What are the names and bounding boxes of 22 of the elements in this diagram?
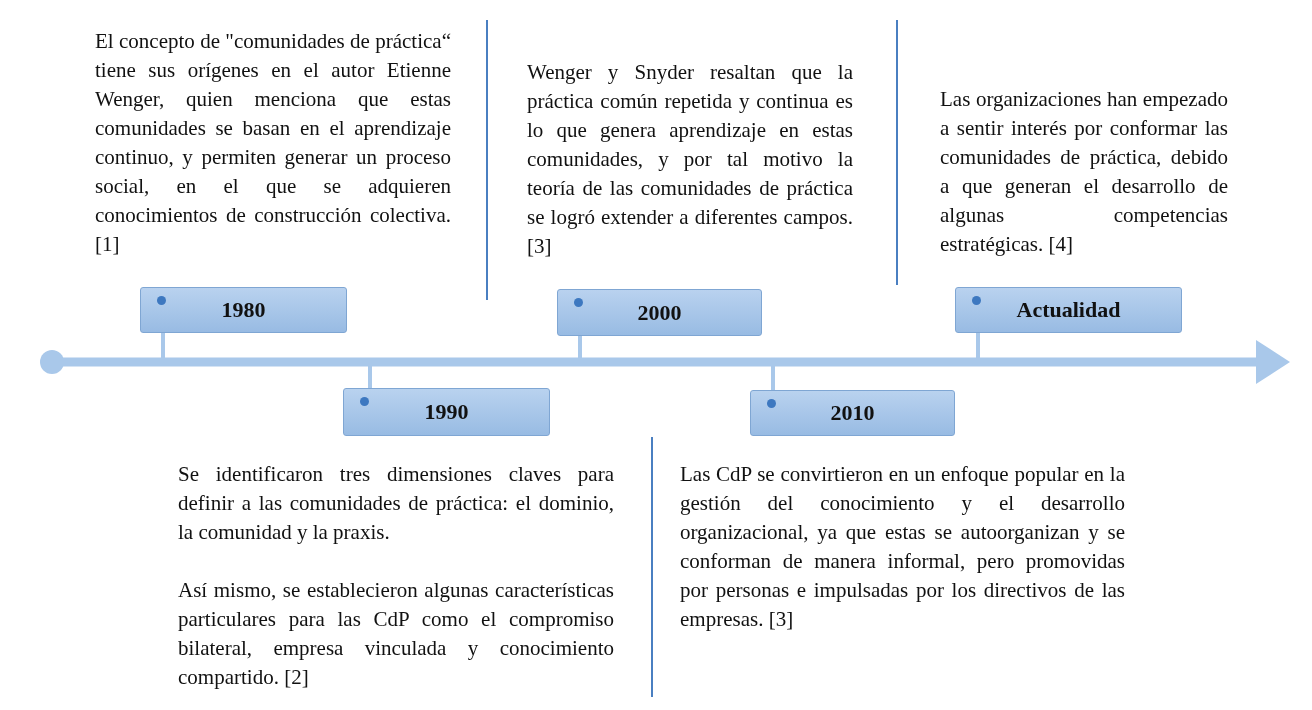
stem-line: [161, 333, 165, 358]
paragraph: El concepto de "comunidades de práctica“ tiene sus orígenes en el autor Etienne Wenger, quien menciona que estas comunidades se basan en el aprendizaje continuo, y permiten generar un proceso social, en el que se adquieren conocimientos de construcción colectiva. [1]: [95, 28, 451, 258]
year-label: 1990: [424, 399, 469, 425]
paragraph: Las organizaciones han empezado a sentir interés por conformar las comunidades de práctica, debido a que generan el desarrollo de algunas competencias estratégicas. [4]: [940, 86, 1228, 258]
timeline-arrow: [40, 340, 1290, 384]
year-box: [750, 390, 955, 436]
stem-line: [976, 333, 980, 358]
paragraph: Wenger y Snyder resaltan que la práctica común repetida y continua es lo que genera aprendizaje en estas comunidades, y por tal motivo la teoría de las comunidades de práctica se logró extender a diferentes campos. [3]: [527, 59, 853, 260]
year-label: 2000: [637, 299, 682, 326]
year-box: [140, 287, 347, 333]
stem-line: [368, 366, 372, 388]
year-label: 1980: [221, 297, 266, 323]
paragraph: Se identificaron tres dimensiones claves para definir a las comunidades de práctica: el dominio, la comunidad y la praxis.: [178, 461, 614, 546]
paragraph: Las CdP se convirtieron en un enfoque popular en la gestión del conocimiento y el desarrollo organizacional, ya que estas se autoorganizan y se conforman de manera informal, pero promovidas por personas e impulsadas por los directivos de las empresas. [3]: [680, 461, 1125, 633]
year-box: [955, 287, 1182, 333]
paragraph: Así mismo, se establecieron algunas características particulares para las CdP como el compromiso bilateral, empresa vinculada y conocimiento compartido. [2]: [178, 577, 614, 691]
stem-line: [578, 336, 582, 358]
stem-line: [771, 366, 775, 390]
year-label: Actualidad: [1016, 297, 1121, 323]
year-box: [343, 388, 550, 436]
year-label: 2010: [830, 400, 875, 426]
year-box: [557, 289, 762, 336]
